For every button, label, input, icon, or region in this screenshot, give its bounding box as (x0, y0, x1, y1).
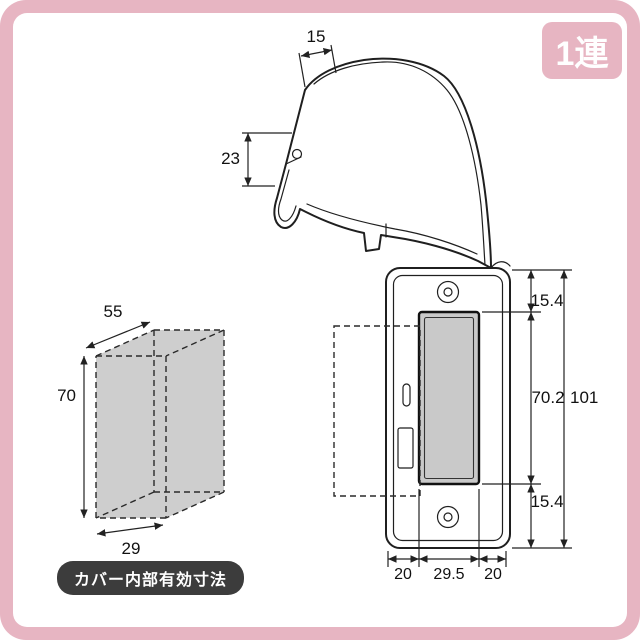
dim-label-bottom-left: 20 (394, 566, 412, 583)
side-latch (397, 427, 414, 469)
dim-label-29: 29 (122, 539, 141, 558)
dim-label-right-middle: 70.2 (531, 388, 564, 407)
dim-label-right-bottom: 15.4 (530, 492, 563, 511)
switch-opening-inner (423, 316, 475, 480)
dimension-bottom: 20 29.5 20 (387, 489, 507, 583)
lid-inner-arc (313, 61, 486, 266)
dim-label-right-total: 101 (570, 388, 598, 407)
caption-badge: カバー内部有効寸法 (57, 561, 245, 595)
dim-label-23: 23 (221, 149, 240, 168)
inner-box-drawing: 55 70 29 (57, 302, 225, 558)
hidden-wallbox-outline (333, 325, 421, 497)
lid-rim-line (306, 203, 478, 255)
top-screw-center (443, 287, 453, 297)
gang-count-badge: 1連 (542, 22, 622, 79)
lid-outline (273, 57, 492, 269)
bottom-screw-hole (436, 505, 460, 529)
dim-label-bottom-right: 20 (484, 566, 502, 583)
cover-lid-drawing (273, 57, 511, 269)
cover-body-drawing (385, 267, 511, 549)
box-fill (96, 330, 224, 518)
top-screw-hole (436, 280, 460, 304)
bottom-screw-center (443, 512, 453, 522)
dim-label-55: 55 (104, 302, 123, 321)
dimension-right-side: 15.4 70.2 15.4 101 (482, 269, 598, 549)
gang-count-label: 1連 (555, 35, 609, 73)
dim-label-bottom-middle: 29.5 (433, 566, 464, 583)
side-slot (402, 383, 411, 407)
switch-opening (417, 310, 481, 486)
dimension-top-width: 15 (298, 27, 337, 88)
dimension-hook-height: 23 (221, 132, 292, 187)
dim-line-29 (96, 522, 164, 537)
hinge-hook-inner (277, 169, 297, 222)
hinge-knuckle (490, 261, 511, 269)
dim-label-70: 70 (57, 386, 76, 405)
dim-line-55 (85, 321, 151, 349)
body-outline (385, 267, 511, 549)
dim-label-right-top: 15.4 (530, 291, 563, 310)
hinge-pin (291, 148, 303, 160)
dim-label-15: 15 (307, 27, 326, 46)
body-inner-outline (392, 274, 504, 542)
